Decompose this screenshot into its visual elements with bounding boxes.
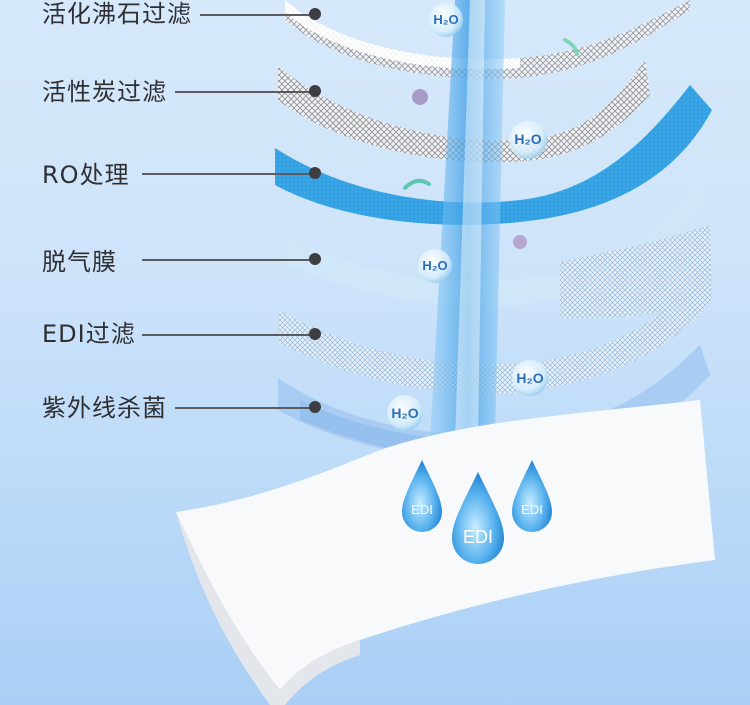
leader-line	[175, 407, 315, 409]
microbe-icon	[412, 89, 527, 249]
h2o-label: H₂O	[422, 258, 448, 273]
edi-drop-label: EDI	[521, 502, 543, 517]
edi-drop	[402, 460, 442, 532]
h2o-bubble	[418, 249, 452, 283]
bacteria-icon	[403, 38, 579, 190]
layer-label-ro: RO处理	[42, 161, 130, 189]
leader-line	[142, 334, 315, 336]
water-stream	[430, 0, 505, 440]
leader-line	[142, 259, 315, 261]
layer-label-carbon: 活性炭过滤	[42, 78, 167, 106]
leader-dot	[309, 85, 321, 97]
zeolite-layer	[285, 0, 690, 79]
leader-line	[142, 173, 315, 175]
h2o-bubble	[509, 121, 547, 159]
carbon-layer	[278, 60, 650, 163]
leader-dot	[309, 328, 321, 340]
layer-label-edi: EDI过滤	[42, 320, 136, 348]
edi-drop	[452, 472, 504, 564]
h2o-bubble	[512, 360, 548, 396]
h2o-bubble	[387, 395, 423, 431]
edi-drop	[512, 460, 552, 532]
leader-line	[175, 91, 315, 93]
edi-layer	[278, 275, 712, 394]
leader-dot	[309, 401, 321, 413]
h2o-label: H₂O	[514, 131, 542, 147]
h2o-label: H₂O	[433, 12, 459, 27]
leader-dot	[309, 253, 321, 265]
edi-drop-label: EDI	[411, 502, 433, 517]
layer-label-zeolite: 活化沸石过滤	[42, 0, 192, 28]
leader-line	[200, 14, 315, 16]
leader-dot	[309, 8, 321, 20]
edi-drop-label: EDI	[462, 527, 493, 547]
h2o-label: H₂O	[516, 370, 544, 386]
layer-label-degas: 脱气膜	[42, 248, 117, 276]
layer-label-uv: 紫外线杀菌	[42, 394, 167, 422]
h2o-bubble	[429, 3, 463, 37]
white-sheet	[176, 400, 715, 690]
ro-layer	[275, 85, 712, 225]
h2o-label: H₂O	[391, 405, 419, 421]
leader-dot	[309, 167, 321, 179]
